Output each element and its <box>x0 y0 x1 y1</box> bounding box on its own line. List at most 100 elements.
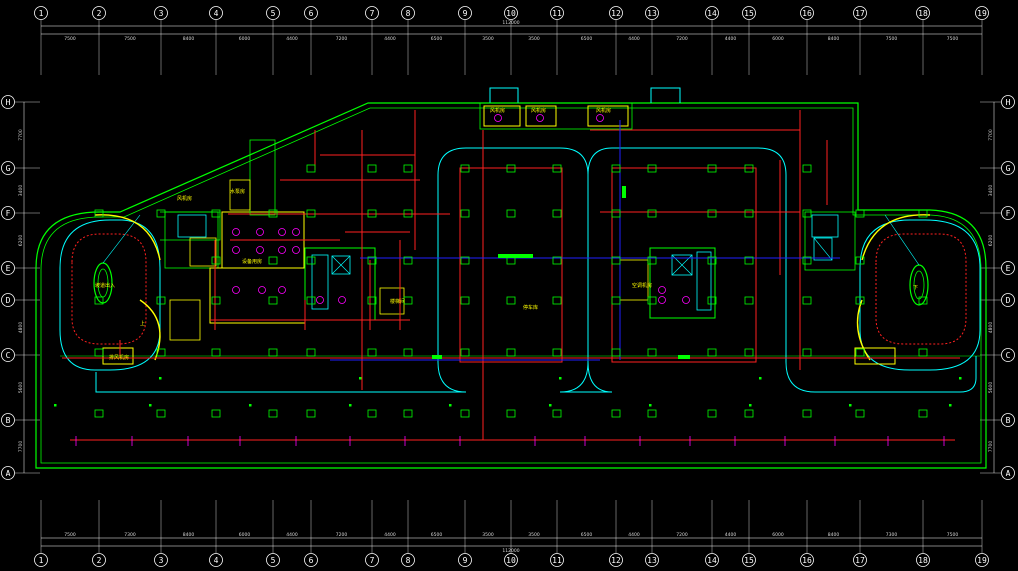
axis-label: 11 <box>552 556 562 565</box>
row-label: E <box>6 264 11 273</box>
axis-label: 6 <box>309 556 314 565</box>
column <box>403 348 413 357</box>
row-bubble-left: G <box>1 161 15 175</box>
axis-grid: 1122334455667788991010111112121313141415… <box>1 6 1015 567</box>
dim-label: 3500 <box>528 36 540 42</box>
row-bubble-left: B <box>1 413 15 427</box>
label-pump: 水泵房 <box>230 188 245 195</box>
column <box>460 209 470 218</box>
axis-label: 19 <box>977 9 987 18</box>
pipe-fittings <box>54 114 962 446</box>
label-exhaust-top-2: 风机房 <box>531 107 546 114</box>
axis-bubble-bottom: 2 <box>92 553 106 567</box>
dim-label: 6000 <box>239 532 251 538</box>
dim-label: 7300 <box>886 532 898 538</box>
axis-label: 14 <box>707 556 717 565</box>
axis-bubble-top: 15 <box>742 6 756 20</box>
column <box>211 209 221 218</box>
blue-pipe <box>330 120 840 361</box>
row-label: A <box>6 469 11 478</box>
column <box>156 209 166 218</box>
axis-bubble-bottom: 11 <box>550 553 564 567</box>
column <box>403 409 413 418</box>
axis-bubble-top: 12 <box>609 6 623 20</box>
axis-label: 7 <box>370 9 375 18</box>
column <box>367 296 377 305</box>
label-ramp-left: 坡道出入 <box>95 282 115 289</box>
fitting <box>494 114 502 122</box>
column <box>802 164 812 173</box>
axis-label: 4 <box>214 556 219 565</box>
dim-label: 4400 <box>384 532 396 538</box>
column <box>94 209 104 218</box>
side-dim-label: 7700 <box>18 441 24 453</box>
column <box>367 209 377 218</box>
axis-label: 7 <box>370 556 375 565</box>
row-label: B <box>6 416 11 425</box>
helical-ramp-right <box>875 214 967 345</box>
dim-label: 6000 <box>772 36 784 42</box>
column <box>211 296 221 305</box>
label-parking: 停车库 <box>523 304 538 311</box>
marker-dot <box>949 404 952 407</box>
label-cooling: 空调机房 <box>632 282 652 289</box>
axis-label: 1 <box>39 9 44 18</box>
column <box>918 209 928 218</box>
dim-label: 3500 <box>482 36 494 42</box>
row-bubble-right: A <box>1001 466 1015 480</box>
fitting <box>232 286 240 294</box>
column <box>918 348 928 357</box>
column <box>460 256 470 265</box>
column <box>707 409 717 418</box>
axis-label: 13 <box>647 9 657 18</box>
axis-label: 9 <box>463 9 468 18</box>
label-equipment: 设备用房 <box>242 258 262 265</box>
row-bubble-left: D <box>1 293 15 307</box>
column <box>367 164 377 173</box>
dim-label: 3500 <box>528 532 540 538</box>
axis-bubble-bottom: 14 <box>705 553 719 567</box>
column <box>460 296 470 305</box>
column <box>744 296 754 305</box>
column <box>403 256 413 265</box>
column <box>506 164 516 173</box>
axis-label: 9 <box>463 556 468 565</box>
column <box>268 209 278 218</box>
axis-label: 13 <box>647 556 657 565</box>
axis-label: 12 <box>611 556 621 565</box>
row-label: G <box>6 164 11 173</box>
axis-bubble-top: 16 <box>800 6 814 20</box>
dim-label: 6500 <box>581 532 593 538</box>
fitting <box>292 228 300 236</box>
label-exhaust-top-3: 风机房 <box>596 107 611 114</box>
row-bubble-left: F <box>1 206 15 220</box>
column <box>268 409 278 418</box>
column <box>707 164 717 173</box>
dim-label: 3500 <box>482 532 494 538</box>
marker-dot <box>149 404 152 407</box>
column <box>647 256 657 265</box>
axis-bubble-top: 14 <box>705 6 719 20</box>
row-bubble-right: C <box>1001 348 1015 362</box>
side-dim-label: 6200 <box>18 235 24 247</box>
column <box>211 256 221 265</box>
side-dim-label: 4800 <box>18 322 24 334</box>
fitting <box>596 114 604 122</box>
axis-label: 1 <box>39 556 44 565</box>
column <box>647 409 657 418</box>
fitting <box>232 228 240 236</box>
column <box>802 409 812 418</box>
marker-dot <box>449 404 452 407</box>
dim-label: 6500 <box>431 532 443 538</box>
column <box>744 164 754 173</box>
column <box>552 348 562 357</box>
axis-label: 19 <box>977 556 987 565</box>
column <box>506 348 516 357</box>
axis-label: 17 <box>855 556 865 565</box>
axis-label: 8 <box>406 9 411 18</box>
column <box>306 256 316 265</box>
axis-label: 3 <box>159 556 164 565</box>
fitting <box>278 246 286 254</box>
